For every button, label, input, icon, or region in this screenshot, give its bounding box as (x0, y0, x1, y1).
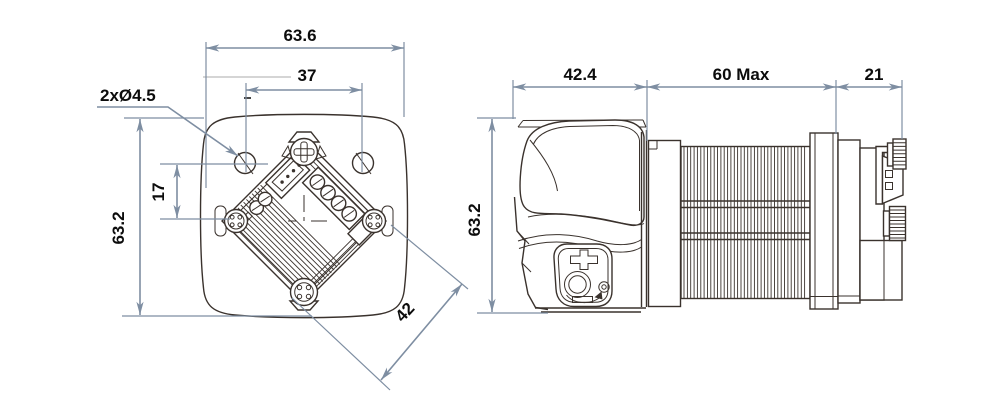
mounting-hole-right-slash (355, 152, 372, 175)
hole-callout: 2xØ4.5 (97, 86, 239, 157)
rear-assembly (859, 138, 907, 301)
indicator-dot (598, 281, 610, 293)
dim-label-module-diagonal: 42 (392, 299, 419, 326)
rear-cable-gland (882, 205, 907, 242)
connector-inner (271, 160, 305, 192)
rear-top-ribs (886, 138, 907, 170)
fin-block-outline (680, 145, 811, 300)
motor-fin-block (680, 145, 811, 300)
rear-lower-block (859, 239, 903, 301)
corner-screw-bottom (289, 277, 319, 307)
end-ring (809, 132, 839, 310)
side-view: 42.4 60 Max 21 63.2 (465, 65, 907, 314)
corner-screw-top (289, 137, 319, 167)
mounting-hole-right (351, 151, 375, 175)
dim-label-hole-spacing: 37 (298, 66, 317, 85)
dim-label-side-height: 63.2 (465, 203, 484, 236)
dim-label-hole-offset: 17 (149, 183, 168, 202)
dim-label-front-height: 63.2 (109, 211, 128, 244)
dimension-head-depth: 42.4 (512, 65, 648, 141)
dimension-side-height: 63.2 (465, 117, 548, 314)
dimension-hole-spacing: 37 (245, 66, 363, 172)
plus-symbol (570, 249, 598, 270)
head-hood (519, 119, 645, 227)
dim-label-head-depth: 42.4 (563, 65, 597, 84)
front-housing-outline (199, 113, 409, 319)
rotation-arrow-head (594, 291, 603, 300)
connector-block (243, 153, 311, 221)
mounting-hole-left (233, 151, 257, 175)
corner-screw-left (223, 208, 249, 234)
step-section (837, 139, 861, 304)
hole-callout-label: 2xØ4.5 (100, 86, 156, 105)
dim-label-rear-length: 21 (865, 65, 884, 84)
connector-slot-1 (885, 170, 893, 178)
connector-slot-2 (885, 182, 893, 190)
center-mark (288, 195, 327, 222)
dim-label-body-length: 60 Max (713, 65, 770, 84)
motor-fins (683, 146, 806, 299)
dimension-front-height: 63.2 (109, 117, 312, 317)
fin-bands (681, 200, 810, 241)
rotation-arrow (566, 294, 601, 303)
adjustment-plate (553, 243, 613, 308)
heatsink-module (221, 131, 387, 311)
cooling-fins-main (226, 184, 341, 299)
dimension-rear-length: 21 (836, 65, 903, 139)
adjustment-dial (564, 271, 591, 298)
dimension-body-length: 60 Max (647, 65, 837, 134)
terminal-screws (309, 174, 358, 222)
collar (647, 139, 682, 308)
pump-head (513, 119, 648, 313)
dimension-module-diagonal: 42 (291, 224, 469, 391)
dimension-hole-offset: 17 (149, 163, 268, 220)
corner-screw-right (361, 208, 387, 234)
dim-label-overall-width: 63.6 (283, 26, 316, 45)
front-view: 63.6 37 2xØ4.5 63.2 17 42 (97, 26, 469, 391)
